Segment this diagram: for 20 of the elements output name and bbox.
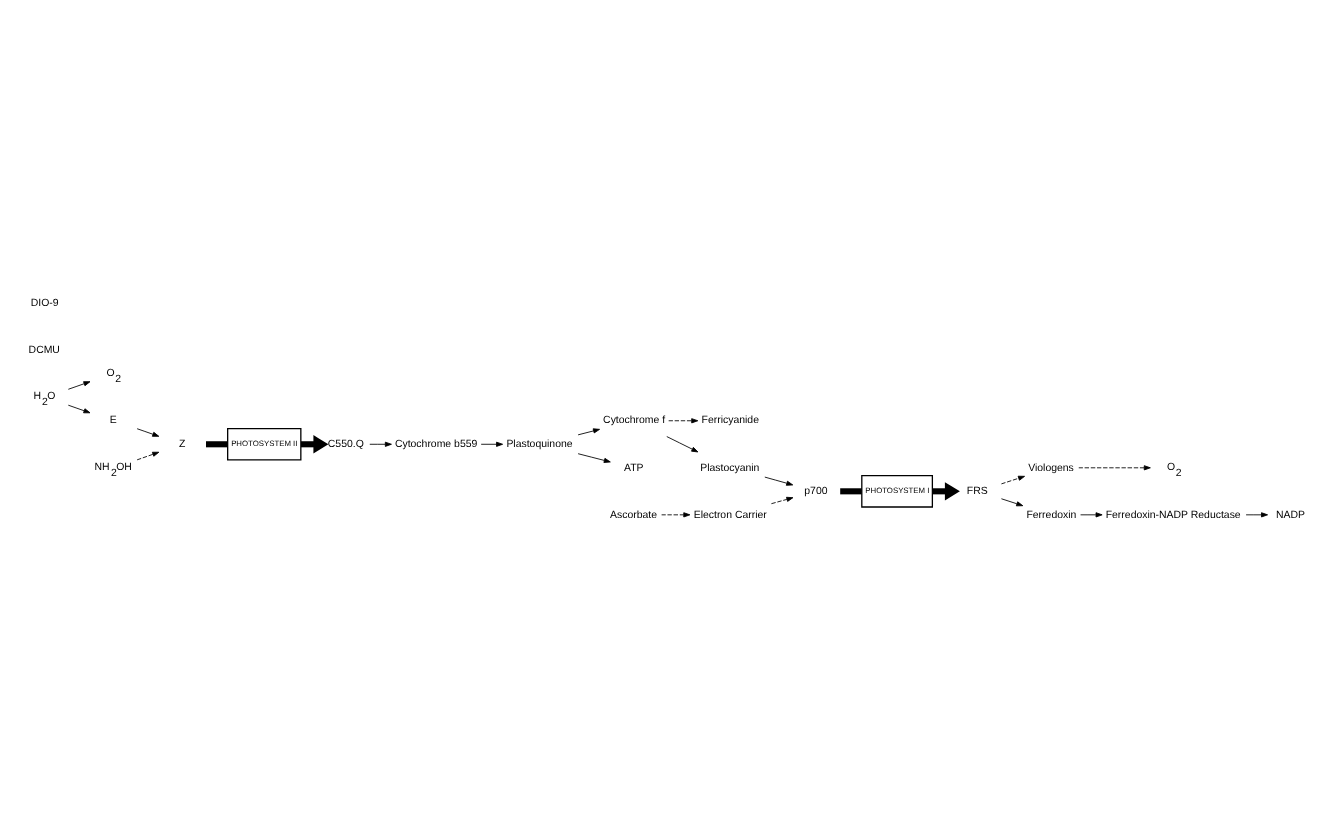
arrow [136, 428, 160, 437]
arrow [1080, 512, 1103, 518]
connector [840, 488, 862, 495]
arrow [666, 436, 699, 453]
arrow [369, 441, 392, 447]
connector [206, 441, 228, 448]
arrow [67, 381, 91, 390]
arrow [577, 453, 611, 463]
arrow [770, 496, 794, 505]
arrow [577, 428, 600, 436]
arrow [668, 418, 699, 424]
arrow [661, 512, 691, 518]
arrow [1245, 512, 1269, 518]
arrow [1000, 475, 1026, 485]
arrow [67, 404, 91, 414]
arrow [764, 476, 794, 486]
arrow [136, 451, 160, 461]
arrow [1078, 465, 1151, 471]
arrow [480, 441, 504, 447]
arrow [1000, 498, 1024, 507]
